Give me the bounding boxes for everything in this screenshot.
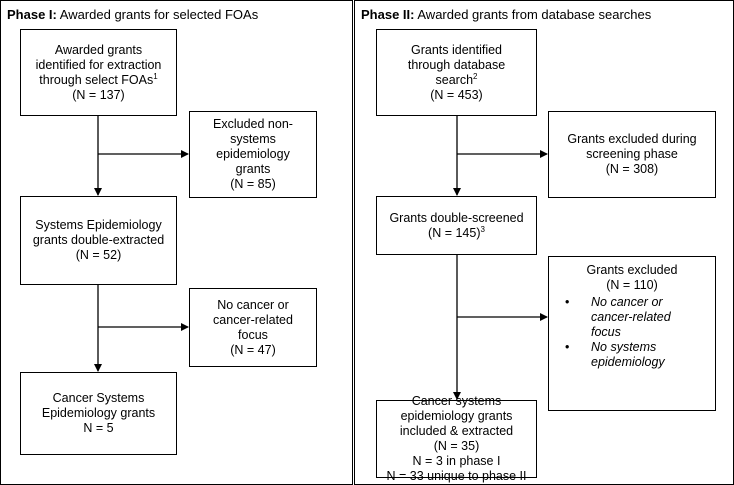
exclusion-reason-no-cancer: No cancer or cancer-related focus [549, 295, 715, 340]
exclusion-reasons-list: No cancer or cancer-related focus No sys… [549, 295, 715, 370]
p2-excluded-grants-box: Grants excluded (N = 110) No cancer or c… [548, 256, 716, 411]
p1-cancer-systems-box: Cancer Systems Epidemiology grants N = 5 [20, 372, 177, 455]
phase-2-title: Phase II: Awarded grants from database s… [361, 7, 652, 22]
p2-identified-box: Grants identified through database searc… [376, 29, 537, 116]
p1-identified-box: Awarded grants identified for extraction… [20, 29, 177, 116]
p1-excluded-nonsystems-box: Excluded non- systems epidemiology grant… [189, 111, 317, 198]
p1-no-cancer-box: No cancer or cancer-related focus (N = 4… [189, 288, 317, 367]
p2-included-extracted-box: Cancer systems epidemiology grants inclu… [376, 394, 537, 483]
exclusion-reason-no-systems: No systems epidemiology [549, 340, 715, 370]
p2-excluded-screening-box: Grants excluded during screening phase (… [548, 111, 716, 198]
p2-double-screened-box: Grants double-screened (N = 145)3 [376, 196, 537, 255]
p1-double-extracted-box: Systems Epidemiology grants double-extra… [20, 196, 177, 285]
phase-1-title: Phase I: Awarded grants for selected FOA… [7, 7, 259, 22]
